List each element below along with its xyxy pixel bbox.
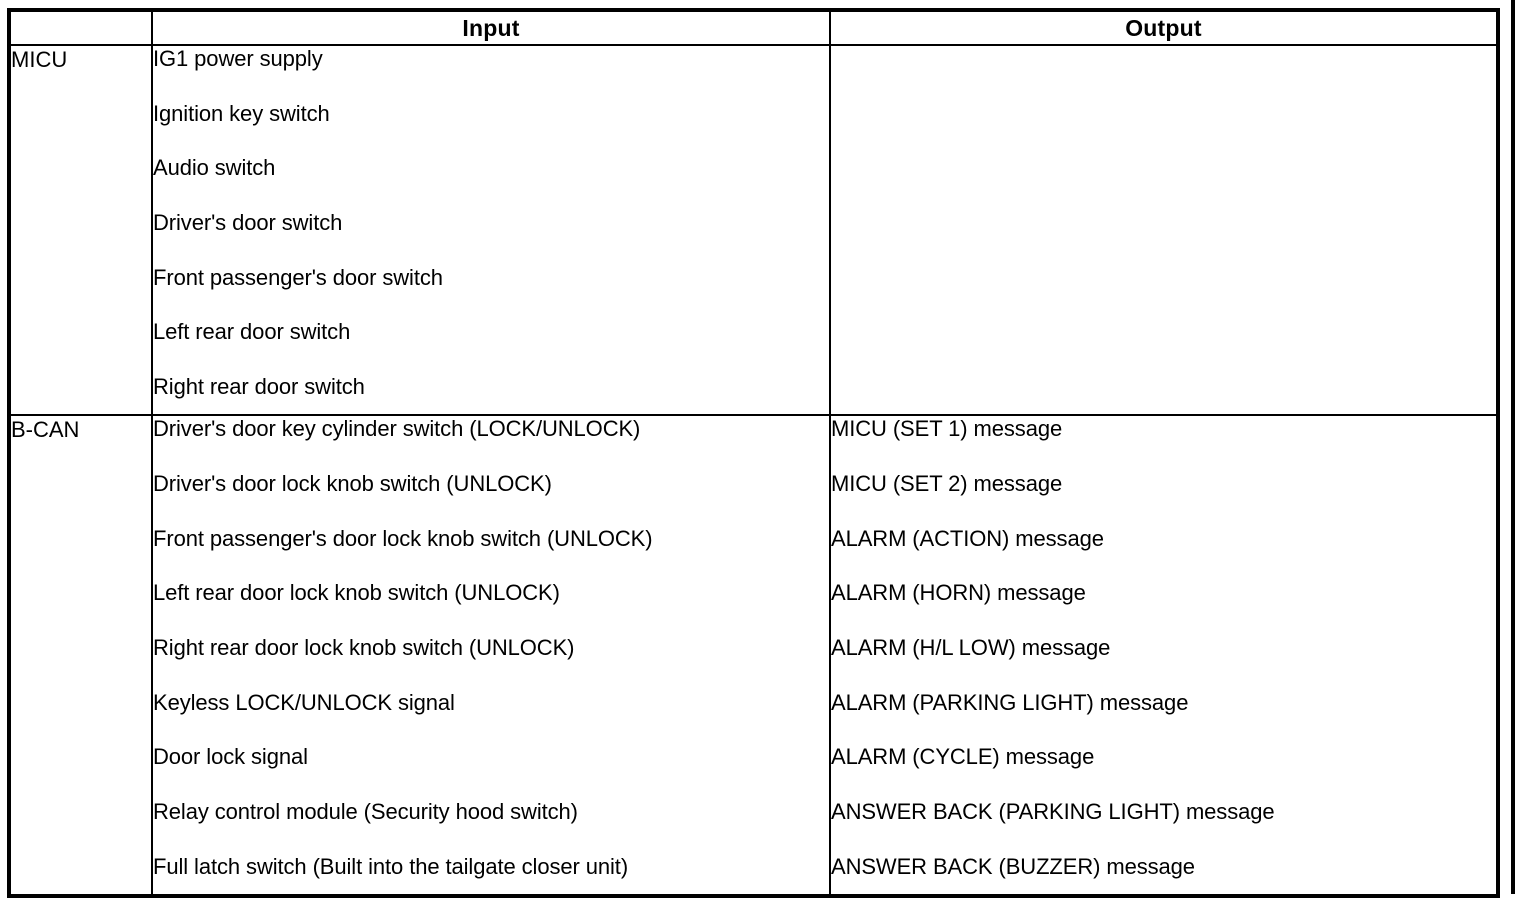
header-cell-input: Input — [151, 9, 831, 46]
list-item: ALARM (H/L LOW) message — [831, 634, 1111, 660]
header-cell-output: Output — [829, 9, 1499, 46]
list-item: Driver's door key cylinder switch (LOCK/… — [153, 416, 641, 442]
source-label-micu: MICU — [8, 43, 153, 417]
input-output-table: Input Output MICU IG1 power supply Ignit… — [7, 8, 1500, 898]
list-item: Audio switch — [153, 155, 276, 181]
list-item: Full latch switch (Built into the tailga… — [153, 853, 629, 879]
input-list-micu: IG1 power supply Ignition key switch Aud… — [153, 46, 829, 414]
table-row-bcan: B-CAN Driver's door key cylinder switch … — [8, 414, 1499, 897]
input-cell-micu: IG1 power supply Ignition key switch Aud… — [151, 43, 831, 417]
list-item: Ignition key switch — [153, 100, 330, 126]
input-cell-bcan: Driver's door key cylinder switch (LOCK/… — [151, 414, 831, 897]
list-item: Front passenger's door switch — [153, 264, 443, 290]
list-item: Door lock signal — [153, 744, 308, 770]
list-item: Driver's door lock knob switch (UNLOCK) — [153, 470, 552, 496]
list-item: Relay control module (Security hood swit… — [153, 798, 578, 824]
list-item: Right rear door lock knob switch (UNLOCK… — [153, 634, 575, 660]
output-list-bcan: MICU (SET 1) message MICU (SET 2) messag… — [831, 416, 1496, 894]
table-row-micu: MICU IG1 power supply Ignition key switc… — [8, 43, 1499, 417]
list-item: ANSWER BACK (BUZZER) message — [831, 853, 1195, 879]
list-item: Right rear door switch — [153, 374, 365, 400]
input-list-bcan: Driver's door key cylinder switch (LOCK/… — [153, 416, 829, 894]
table-header: Input Output — [8, 9, 1499, 46]
list-item: IG1 power supply — [153, 46, 323, 71]
output-cell-bcan: MICU (SET 1) message MICU (SET 2) messag… — [829, 414, 1499, 897]
list-item: Left rear door lock knob switch (UNLOCK) — [153, 580, 560, 606]
page-edge-rule — [1511, 0, 1515, 894]
table-body: MICU IG1 power supply Ignition key switc… — [8, 43, 1499, 897]
list-item: Front passenger's door lock knob switch … — [153, 525, 653, 551]
list-item: ALARM (ACTION) message — [831, 525, 1104, 551]
source-label-bcan: B-CAN — [8, 414, 153, 897]
output-cell-micu — [829, 43, 1499, 417]
list-item: ALARM (HORN) message — [831, 580, 1086, 606]
list-item: Left rear door switch — [153, 319, 351, 345]
list-item: ANSWER BACK (PARKING LIGHT) message — [831, 798, 1275, 824]
header-row: Input Output — [8, 9, 1499, 46]
list-item: Keyless LOCK/UNLOCK signal — [153, 689, 455, 715]
list-item: ALARM (CYCLE) message — [831, 744, 1095, 770]
list-item: MICU (SET 2) message — [831, 470, 1063, 496]
list-item: ALARM (PARKING LIGHT) message — [831, 689, 1189, 715]
list-item: MICU (SET 1) message — [831, 416, 1063, 442]
header-cell-source — [8, 9, 153, 46]
list-item: Driver's door switch — [153, 210, 343, 236]
